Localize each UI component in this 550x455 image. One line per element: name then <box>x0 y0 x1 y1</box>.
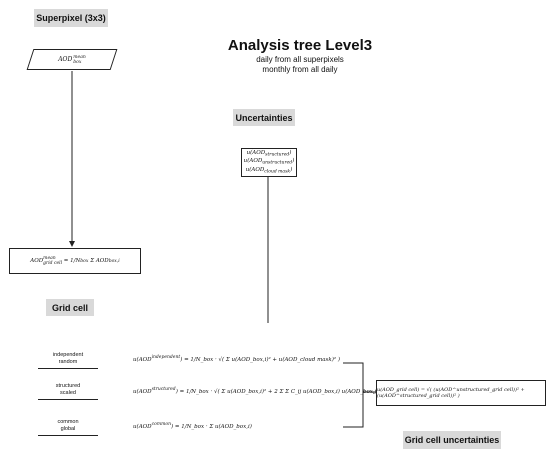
row-equation-structured: u(AODstructured) = 1/N_box · √( Σ u(AOD_… <box>133 387 383 395</box>
page-title: Analysis tree Level3 <box>227 37 373 54</box>
subtitle-monthly: monthly from all daily <box>262 65 338 74</box>
superpixel-label: Superpixel (3x3) <box>34 9 108 27</box>
grid-cell-label: Grid cell <box>46 299 94 316</box>
unc-structured: u(AODstructured) <box>246 149 292 158</box>
input-aod-base: AOD <box>58 56 73 63</box>
uncertainties-label: Uncertainties <box>233 109 295 126</box>
row-underline-structured <box>38 399 98 400</box>
unc-cloud-mask: u(AODcloud mask) <box>245 166 293 175</box>
bracket-to-result <box>343 362 364 428</box>
input-aod-sup: mean <box>73 54 86 60</box>
subtitle-daily: daily from all superpixels <box>256 55 344 64</box>
row-underline-common <box>38 435 98 436</box>
row-equation-common: u(AODcommon) = 1/N_box · Σ u(AOD_box,i) <box>133 422 252 430</box>
input-aod-sub: box <box>73 59 82 65</box>
grid-cell-uncertainty-result: u(AOD_grid cell) = √( (u(AOD^unstructure… <box>376 380 546 406</box>
uncertainty-sources-box: u(AODstructured) u(AODunstructured) u(AO… <box>241 148 297 177</box>
grid-cell-uncertainties-label: Grid cell uncertainties <box>403 431 501 449</box>
row-equation-independent: u(AODindependent) = 1/N_box · √( Σ u(AOD… <box>133 355 340 363</box>
row-underline-independent <box>38 368 98 369</box>
unc-unstructured: u(AODunstructured) <box>243 158 295 166</box>
